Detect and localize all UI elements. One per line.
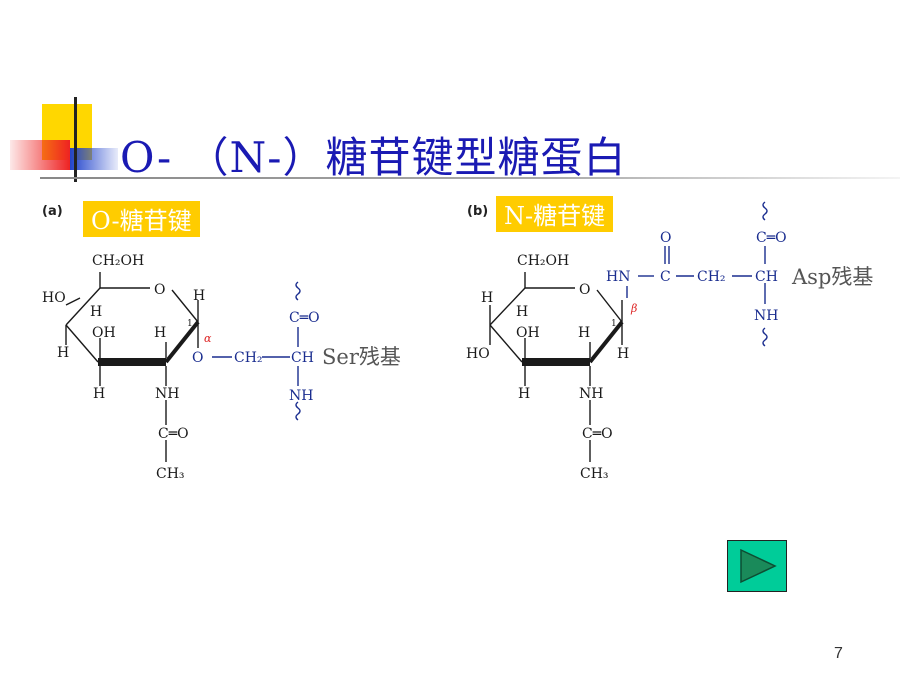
b-pep-nh: NH [754, 308, 778, 324]
panel-a-peptide-bonds [212, 281, 301, 421]
a-co: C═O [158, 426, 189, 442]
b-ch3: CH₃ [580, 466, 609, 482]
b-amide-c: C [660, 269, 671, 285]
a-h-c4: H [90, 304, 102, 320]
b-h-c4-top: H [481, 290, 493, 306]
a-h-c2: H [154, 325, 166, 341]
asp-residue-label: Asp残基 [791, 265, 873, 289]
b-h-c2: H [578, 325, 590, 341]
a-pep-nh: NH [289, 388, 313, 404]
b-pep-co: C═O [756, 230, 787, 246]
a-ho: HO [42, 290, 66, 306]
decor-blue-block [70, 148, 118, 170]
panel-a-atoms: CH₂OH O HO H OH H H H 1 α H NH C═O CH₃ O… [42, 253, 401, 482]
a-alpha: α [204, 332, 212, 345]
ser-residue-label: Ser残基 [322, 345, 401, 369]
a-nh: NH [155, 386, 179, 402]
a-ch3: CH₃ [156, 466, 185, 482]
title-divider [40, 177, 900, 179]
panel-a-structure [65, 272, 200, 462]
a-o-link: O [192, 350, 203, 366]
a-ch: CH [291, 350, 314, 366]
panel-a-label: (a) [42, 204, 63, 219]
decor-vertical-line [74, 97, 77, 182]
play-triangle-icon [740, 548, 777, 584]
b-c1-number: 1 [611, 319, 617, 329]
b-h-c4: H [516, 304, 528, 320]
panel-b-atoms: CH₂OH O H H OH HO H H 1 β H NH C═O CH₃ H… [466, 230, 873, 482]
b-beta: β [630, 302, 637, 315]
page-number: 7 [834, 645, 843, 662]
decor-red-block [10, 140, 70, 170]
b-hn: HN [606, 269, 630, 285]
a-ring-o: O [154, 282, 165, 298]
b-ch2oh: CH₂OH [517, 253, 569, 269]
b-nh: NH [579, 386, 603, 402]
a-c1-number: 1 [187, 319, 193, 329]
b-co: C═O [582, 426, 613, 442]
o-glycosidic-tag: O-糖苷键 [83, 201, 200, 237]
a-oh-c3: OH [92, 325, 116, 341]
a-h-c1: H [193, 288, 205, 304]
a-h-c3: H [57, 345, 69, 361]
panel-b-structure [489, 272, 624, 462]
panel-b-label: (b) [467, 204, 489, 219]
b-ch: CH [755, 269, 778, 285]
panel-b-peptide-bonds [626, 201, 768, 347]
a-pep-co: C═O [289, 310, 320, 326]
b-ring-o: O [579, 282, 590, 298]
a-h-c2-down: H [93, 386, 105, 402]
a-ch2oh: CH₂OH [92, 253, 144, 269]
b-ho: HO [466, 346, 490, 362]
page-title: O- （N-）糖苷键型糖蛋白 [120, 133, 627, 182]
b-oh-c3: OH [516, 325, 540, 341]
n-glycosidic-tag: N-糖苷键 [496, 196, 614, 232]
b-h-c1: H [617, 346, 629, 362]
b-h-c2-down: H [518, 386, 530, 402]
b-ch2: CH₂ [697, 269, 726, 285]
b-amide-o: O [660, 230, 671, 246]
a-ch2: CH₂ [234, 350, 263, 366]
next-slide-button[interactable] [727, 540, 787, 592]
